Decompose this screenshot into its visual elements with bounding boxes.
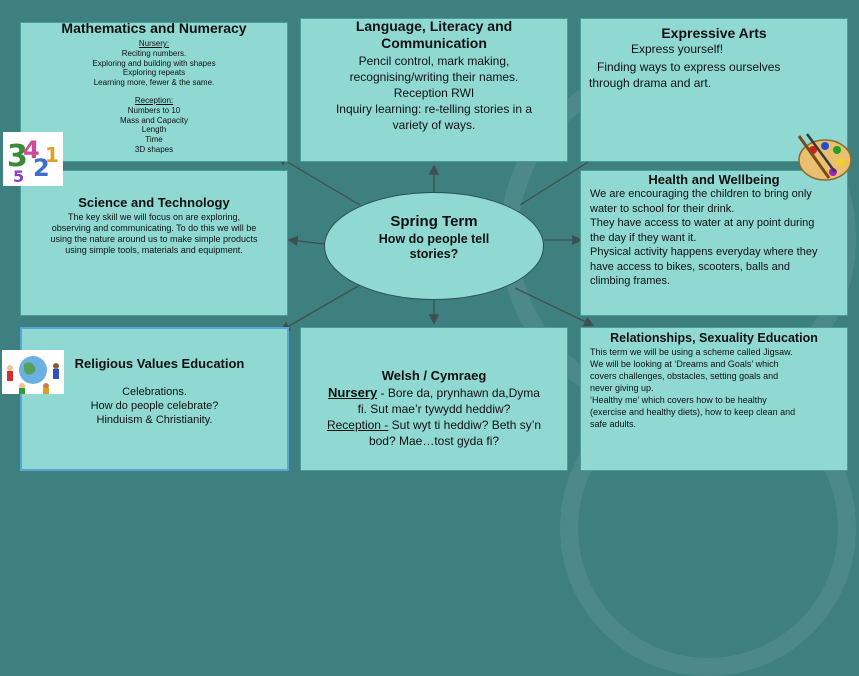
center-title: Spring Term — [390, 213, 478, 230]
religious-panel: Religious Values Education Celebrations.… — [20, 327, 289, 471]
language-title: Language, Literacy and — [355, 18, 513, 34]
language-line: variety of ways. — [392, 118, 476, 132]
math-item: Length — [141, 125, 167, 135]
religious-line: Hinduism & Christianity. — [96, 414, 213, 426]
arrow-to-rse — [514, 287, 595, 327]
language-panel: Language, Literacy and Communication Pen… — [300, 18, 568, 162]
arts-line: through drama and art. — [589, 76, 712, 90]
rse-line: safe adults. — [590, 419, 637, 429]
svg-text:5: 5 — [13, 167, 24, 186]
numbers-clipart: 3 4 2 1 5 — [3, 132, 63, 186]
language-line: Reception RWI — [393, 86, 475, 100]
language-line: Inquiry learning: re-telling stories in … — [335, 102, 533, 116]
svg-text:2: 2 — [33, 154, 50, 182]
svg-text:1: 1 — [45, 143, 59, 167]
science-line: observing and communicating. To do this … — [51, 223, 257, 233]
center-oval: Spring Term How do people tell stories? — [324, 192, 544, 300]
math-item: Learning more, fewer & the same. — [93, 78, 215, 88]
welsh-nursery-text-2: fi. Sut mae’r tywydd heddiw? — [357, 402, 511, 416]
center-subtitle: How do people tell stories? — [378, 232, 490, 261]
health-line: We are encouraging the children to bring… — [590, 188, 812, 200]
welsh-reception-label: Reception - — [326, 418, 389, 432]
health-line: They have access to water at any point d… — [590, 217, 815, 229]
rse-line: (exercise and healthy diets), how to kee… — [590, 407, 796, 417]
health-line: water to school for their drink. — [590, 202, 735, 215]
math-item: Reciting numbers. — [121, 48, 187, 58]
rse-title: Relationships, Sexuality Education — [610, 331, 818, 345]
language-line: recognising/writing their names. — [349, 70, 519, 84]
rse-line: covers challenges, obstacles, setting go… — [590, 371, 779, 381]
language-line: Pencil control, mark making, — [358, 54, 510, 68]
science-line: The key skill we will focus on are explo… — [67, 212, 241, 222]
rse-line: ‘Healthy me’ which covers how to be heal… — [590, 395, 767, 405]
math-panel: Mathematics and Numeracy Nursery: Reciti… — [20, 22, 288, 162]
science-line: using the nature around us to make simpl… — [50, 234, 258, 244]
language-title-line2: Communication — [381, 35, 487, 51]
rse-line: We will be looking at ‘Dreams and Goals’… — [590, 359, 779, 369]
welsh-reception-text: Sut wyt ti heddiw? Beth sy’n — [388, 418, 542, 432]
math-item: Exploring and building with shapes — [92, 58, 216, 68]
paint-palette-icon — [797, 133, 852, 181]
health-line: Physical activity happens everyday where… — [590, 246, 818, 258]
svg-text:3: 3 — [7, 139, 28, 174]
math-nursery-heading: Nursery: — [138, 39, 170, 48]
arrow-to-religious — [279, 284, 361, 332]
math-item: 3D shapes — [134, 144, 174, 154]
science-panel: Science and Technology The key skill we … — [20, 170, 288, 316]
arts-line: Finding ways to express ourselves — [597, 60, 781, 74]
health-panel: Health and Wellbeing We are encouraging … — [580, 170, 848, 316]
arrow-to-math — [276, 155, 361, 206]
math-item: Exploring repeats — [122, 68, 186, 78]
science-line: using simple tools, materials and equipm… — [65, 245, 243, 255]
arts-panel: Expressive Arts Express yourself! Findin… — [580, 18, 848, 162]
welsh-panel: Welsh / Cymraeg Nursery - Bore da, prynh… — [300, 327, 568, 471]
children-globe-clipart — [2, 350, 64, 394]
math-title: Mathematics and Numeracy — [61, 22, 247, 36]
arts-line: Express yourself! — [631, 42, 724, 56]
rse-line: never giving up. — [590, 383, 654, 393]
health-line: have access to bikes, scooters, balls an… — [590, 260, 790, 273]
math-item: Mass and Capacity — [119, 115, 189, 125]
health-line: climbing frames. — [590, 275, 671, 287]
rse-panel: Relationships, Sexuality Education This … — [580, 327, 848, 471]
math-reception-heading: Reception: — [134, 95, 174, 105]
welsh-nursery-text: - Bore da, prynhawn da,Dyma — [377, 386, 540, 400]
health-title: Health and Wellbeing — [648, 172, 780, 187]
rse-line: This term we will be using a scheme call… — [590, 347, 793, 357]
welsh-title: Welsh / Cymraeg — [381, 368, 487, 383]
health-line: the day if they want it. — [590, 231, 697, 244]
science-title: Science and Technology — [78, 195, 230, 210]
svg-text:4: 4 — [23, 136, 40, 164]
religious-line: How do people celebrate? — [90, 400, 219, 412]
arts-title: Expressive Arts — [661, 25, 767, 41]
arrow-to-science — [287, 235, 325, 247]
religious-line: Celebrations. — [122, 386, 187, 398]
math-item: Time — [145, 135, 163, 145]
welsh-nursery-label: Nursery — [328, 385, 378, 400]
religious-title: Religious Values Education — [74, 356, 245, 371]
welsh-reception-text-2: bod? Mae…tost gyda fi? — [368, 434, 500, 448]
math-item: Numbers to 10 — [127, 105, 181, 115]
